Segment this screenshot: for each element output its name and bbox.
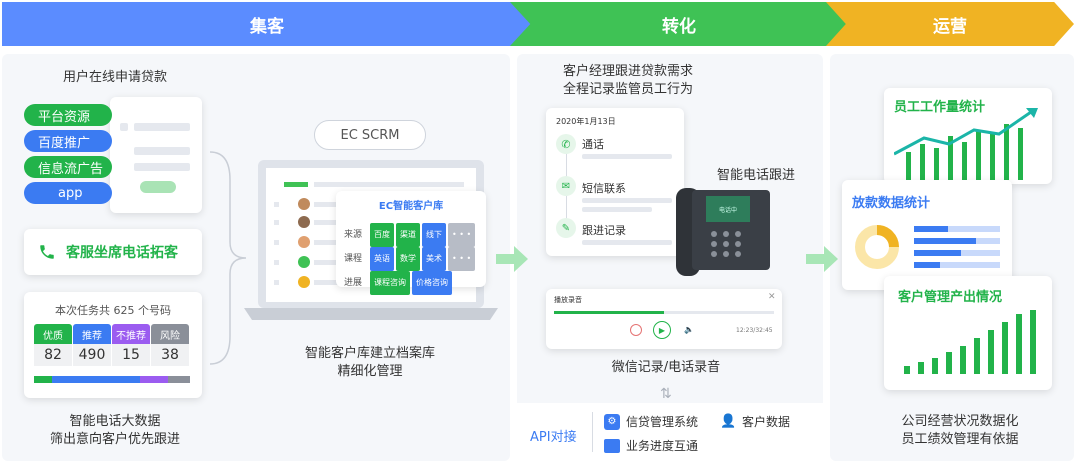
tag-chip-quality: 优质 xyxy=(34,324,72,344)
merge-brace xyxy=(209,151,247,365)
sync-arrows-icon: ⇅ xyxy=(660,386,672,402)
api-label: API对接 xyxy=(530,430,577,445)
loan-donut-chart xyxy=(855,225,899,269)
player-volume-icon[interactable]: 🔈 xyxy=(684,325,694,334)
api-item-customer-data: 👤客户数据 xyxy=(720,413,791,430)
inbox-icon xyxy=(604,438,620,453)
desk-phone-illustration: 电话中 xyxy=(676,188,770,276)
service-call-card: 客服坐席电话拓客 xyxy=(24,229,202,275)
tag-count-not-recommend: 15 xyxy=(112,344,150,366)
timeline-sms-icon: ✉ xyxy=(556,176,576,196)
tag-count-risk: 38 xyxy=(151,344,189,366)
task-distribution-bar xyxy=(34,376,190,383)
bigdata-caption-line1: 智能电话大数据 xyxy=(69,414,161,429)
stage-label-operate: 运营 xyxy=(933,16,967,37)
crm-caption-line2: 精细化管理 xyxy=(337,364,403,379)
player-stop-icon[interactable] xyxy=(630,324,642,336)
recording-player: 播放录音 ✕ ▶ 🔈 12:23/32:45 xyxy=(546,289,782,349)
player-title: 播放录音 xyxy=(554,296,582,304)
source-pill-baidu: 百度推广 xyxy=(24,130,112,152)
operate-caption-line1: 公司经营状况数据化 xyxy=(901,414,1019,429)
tag-count-quality: 82 xyxy=(34,344,72,366)
timeline-card: 2020年1月13日 ✆ 通话 ✉ 短信联系 ✎ 跟进记录 xyxy=(546,108,684,256)
tag-chip-risk: 风险 xyxy=(151,324,189,344)
timeline-call: 通话 xyxy=(582,138,604,151)
source-form-card xyxy=(110,97,202,213)
popup-row-progress: 进展课程咨询价格咨询 xyxy=(344,271,477,295)
popup-row-course: 课程英语数学美术• • • xyxy=(344,247,477,271)
api-item-credit-system: ⚙信贷管理系统 xyxy=(604,413,698,430)
smart-customer-popup: EC智能客户库 来源百度渠道线下• • • 课程英语数学美术• • • 进展课程… xyxy=(336,191,486,295)
player-play-icon[interactable]: ▶ xyxy=(653,321,671,339)
output-card: 客户管理产出情况 xyxy=(884,276,1052,390)
output-chart xyxy=(904,310,1036,374)
loan-bars xyxy=(914,226,1000,268)
stage-label-convert: 转化 xyxy=(662,16,696,37)
source-pill-feed-ad: 信息流广告 xyxy=(24,156,112,178)
bigdata-caption-line2: 筛出意向客户优先跟进 xyxy=(49,432,180,447)
tag-chip-not-recommend: 不推荐 xyxy=(112,324,150,344)
service-call-label: 客服坐席电话拓客 xyxy=(66,245,178,261)
player-progress[interactable] xyxy=(554,311,774,314)
timeline-followup: 跟进记录 xyxy=(582,224,626,237)
loan-stats-title: 放款数据统计 xyxy=(852,196,931,211)
stage-band-collect: 集客 xyxy=(2,2,532,46)
timeline-date: 2020年1月13日 xyxy=(556,117,616,126)
player-close-icon[interactable]: ✕ xyxy=(768,292,776,302)
workload-chart xyxy=(894,108,1038,180)
stage-band-operate: 运营 xyxy=(826,2,1074,46)
source-pill-platform: 平台资源 xyxy=(24,104,112,126)
tag-count-recommend: 490 xyxy=(73,344,111,366)
source-pill-app: app xyxy=(24,182,112,204)
timeline-call-icon: ✆ xyxy=(556,134,576,154)
workload-card: 员工工作量统计 xyxy=(884,88,1052,184)
convert-caption-line1: 客户经理跟进贷款需求 xyxy=(562,64,693,79)
operate-caption-line2: 员工绩效管理有依据 xyxy=(901,432,1019,447)
flow-arrow-to-convert xyxy=(496,246,528,272)
stage-label-collect: 集客 xyxy=(250,16,284,37)
popup-row-source: 来源百度渠道线下• • • xyxy=(344,223,477,247)
gear-icon: ⚙ xyxy=(604,413,620,430)
phone-screen-text: 电话中 xyxy=(719,206,737,214)
popup-title: EC智能客户库 xyxy=(378,201,444,212)
player-time: 12:23/32:45 xyxy=(736,327,773,334)
stage-band-convert: 转化 xyxy=(510,2,848,46)
output-title: 客户管理产出情况 xyxy=(898,290,1003,305)
online-apply-title: 用户在线申请贷款 xyxy=(62,70,167,85)
task-title: 本次任务共 625 个号码 xyxy=(55,304,171,317)
recording-caption: 微信记录/电话录音 xyxy=(611,360,721,375)
phone-label: 智能电话跟进 xyxy=(716,168,795,183)
convert-caption-line2: 全程记录监管员工行为 xyxy=(562,82,693,97)
tag-chip-recommend: 推荐 xyxy=(73,324,111,344)
user-icon: 👤 xyxy=(720,413,737,429)
api-box xyxy=(517,403,823,461)
timeline-sms: 短信联系 xyxy=(582,182,626,195)
api-item-progress-sync: 业务进度互通 xyxy=(604,437,698,454)
flow-arrow-to-operate xyxy=(806,246,838,272)
ec-scrm-badge: EC SCRM xyxy=(314,120,426,150)
timeline-note-icon: ✎ xyxy=(556,218,576,238)
phone-icon xyxy=(40,245,54,259)
workload-title: 员工工作量统计 xyxy=(894,100,986,115)
crm-caption-line1: 智能客户库建立档案库 xyxy=(304,346,435,361)
loan-stats-card: 放款数据统计 xyxy=(842,180,1012,290)
